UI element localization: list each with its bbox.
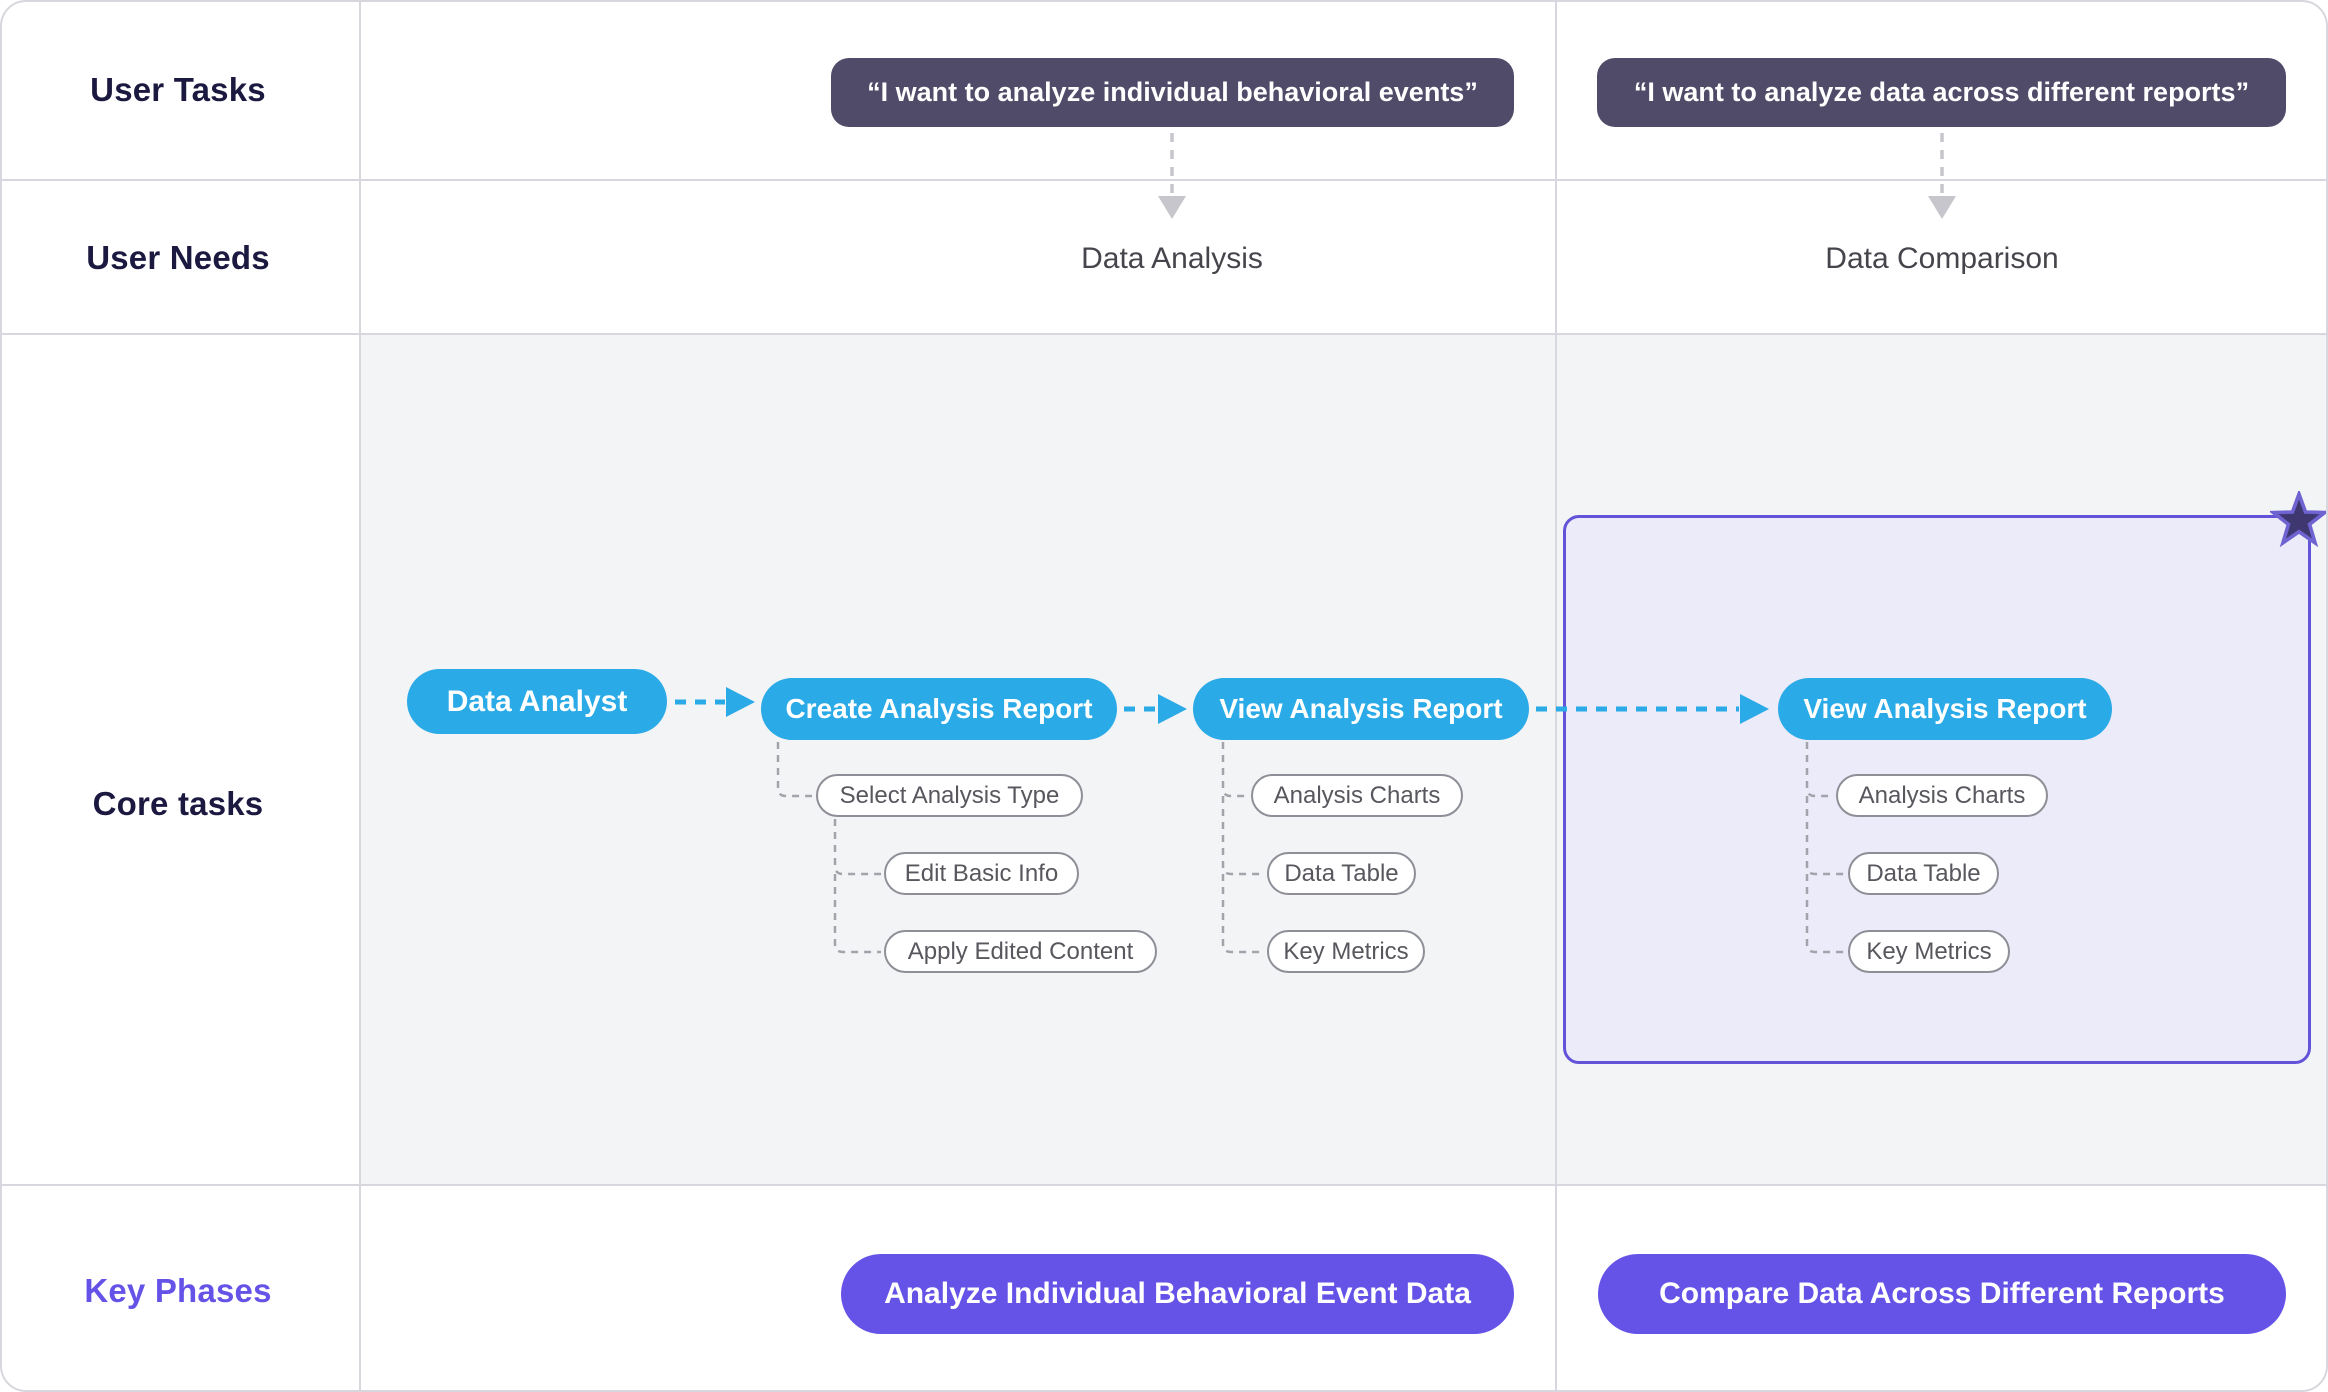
phase-pill-2[interactable]: Compare Data Across Different Reports [1598,1254,2286,1334]
subtask-pill-select-analysis-type[interactable]: Select Analysis Type [816,774,1083,817]
row-label-user-tasks: User Tasks [90,71,266,108]
user-quote-pill-2[interactable]: “I want to analyze data across different… [1597,58,2286,127]
down-arrowhead-1 [1158,196,1186,219]
subtask-pill-analysis-charts-2[interactable]: Analysis Charts [1836,774,2048,817]
task-pill-view-report-1[interactable]: View Analysis Report [1193,678,1529,740]
user-need-label-1: Data Analysis [1081,242,1263,275]
task-pill-create-report[interactable]: Create Analysis Report [761,678,1117,740]
subtask-pill-analysis-charts-1[interactable]: Analysis Charts [1251,774,1463,817]
subtask-connectors [776,742,1845,954]
row-divider-3 [2,1184,2326,1186]
subtask-pill-key-metrics-1[interactable]: Key Metrics [1267,930,1425,973]
column-divider-2 [1555,2,1557,1390]
subtask-pill-key-metrics-2[interactable]: Key Metrics [1848,930,2010,973]
star-icon[interactable] [2270,491,2328,549]
down-arrowhead-2 [1928,196,1956,219]
column-divider-1 [359,2,361,1390]
row-divider-2 [2,333,2326,335]
row-label-core-tasks: Core tasks [92,785,264,822]
subtask-pill-data-table-2[interactable]: Data Table [1848,852,1999,895]
task-pill-view-report-2[interactable]: View Analysis Report [1778,678,2112,740]
subtask-pill-apply-edited-content[interactable]: Apply Edited Content [884,930,1157,973]
actor-pill[interactable]: Data Analyst [407,669,667,734]
phase-pill-1[interactable]: Analyze Individual Behavioral Event Data [841,1254,1514,1334]
row-label-key-phases: Key Phases [84,1272,272,1309]
row-divider-1 [2,179,2326,181]
subtask-pill-data-table-1[interactable]: Data Table [1267,852,1416,895]
subtask-pill-edit-basic-info[interactable]: Edit Basic Info [884,852,1079,895]
row-label-user-needs: User Needs [86,239,270,276]
flow-arrowheads [726,687,1769,724]
flow-arrows [675,699,1739,712]
user-need-label-2: Data Comparison [1825,242,2059,275]
user-quote-pill-1[interactable]: “I want to analyze individual behavioral… [831,58,1514,127]
